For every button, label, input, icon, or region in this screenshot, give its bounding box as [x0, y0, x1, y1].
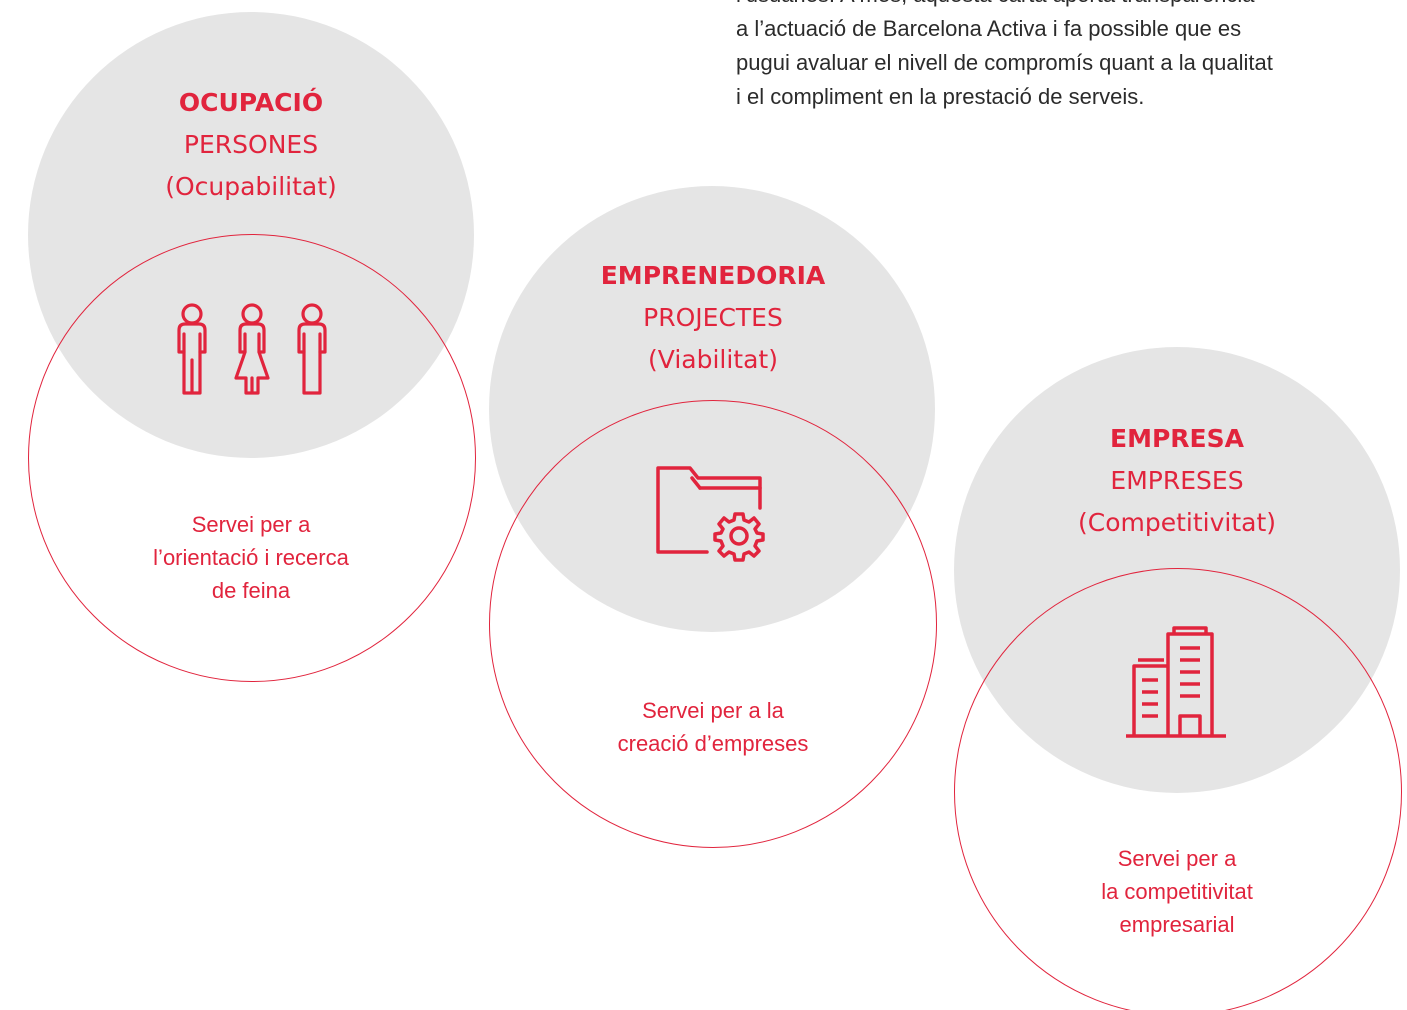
ocupacio-description: Servei per a l’orientació i recerca de f…: [91, 508, 411, 607]
intro-line: l’usuaries. A més, aquesta carta aporta …: [736, 0, 1397, 12]
ocupacio-heading: OCUPACIÓ PERSONES (Ocupabilitat): [51, 82, 451, 208]
empresa-outline-circle: [954, 568, 1402, 1010]
people-icon: [177, 303, 327, 395]
ocupacio-description-line: l’orientació i recerca: [153, 545, 349, 570]
intro-paragraph: l’usuaries. A més, aquesta carta aporta …: [736, 0, 1397, 114]
ocupacio-description-line: Servei per a: [191, 512, 311, 537]
empresa-description-line: Servei per a: [1117, 846, 1237, 871]
intro-line: pugui avaluar el nivell de compromís qua…: [736, 50, 1273, 75]
emprenedoria-description-line: Servei per a la: [642, 698, 784, 723]
intro-line: a l’actuació de Barcelona Activa i fa po…: [736, 16, 1242, 41]
ocupacio-tagline: (Ocupabilitat): [165, 172, 337, 201]
emprenedoria-outline-circle: [489, 400, 937, 848]
ocupacio-outline-circle: [28, 234, 476, 682]
empresa-description: Servei per a la competitivitat empresari…: [1017, 842, 1337, 941]
empresa-title: EMPRESA: [1110, 424, 1244, 453]
emprenedoria-heading: EMPRENEDORIA PROJECTES (Viabilitat): [513, 255, 913, 381]
empresa-description-line: la competitivitat: [1101, 879, 1253, 904]
buildings-icon: [1126, 626, 1226, 738]
emprenedoria-title: EMPRENEDORIA: [600, 261, 826, 290]
emprenedoria-subtitle: PROJECTES: [643, 303, 783, 332]
intro-line: i el compliment en la prestació de serve…: [736, 84, 1145, 109]
empresa-subtitle: EMPRESES: [1110, 466, 1244, 495]
emprenedoria-tagline: (Viabilitat): [648, 345, 778, 374]
ocupacio-title: OCUPACIÓ: [178, 88, 324, 117]
empresa-description-line: empresarial: [1119, 912, 1235, 937]
emprenedoria-description: Servei per a la creació d’empreses: [553, 694, 873, 760]
empresa-heading: EMPRESA EMPRESES (Competitivitat): [977, 418, 1377, 544]
folder-gear-icon: [656, 466, 765, 562]
empresa-tagline: (Competitivitat): [1077, 508, 1277, 537]
ocupacio-description-line: de feina: [211, 578, 291, 603]
ocupacio-subtitle: PERSONES: [183, 130, 319, 159]
emprenedoria-description-line: creació d’empreses: [617, 731, 809, 756]
